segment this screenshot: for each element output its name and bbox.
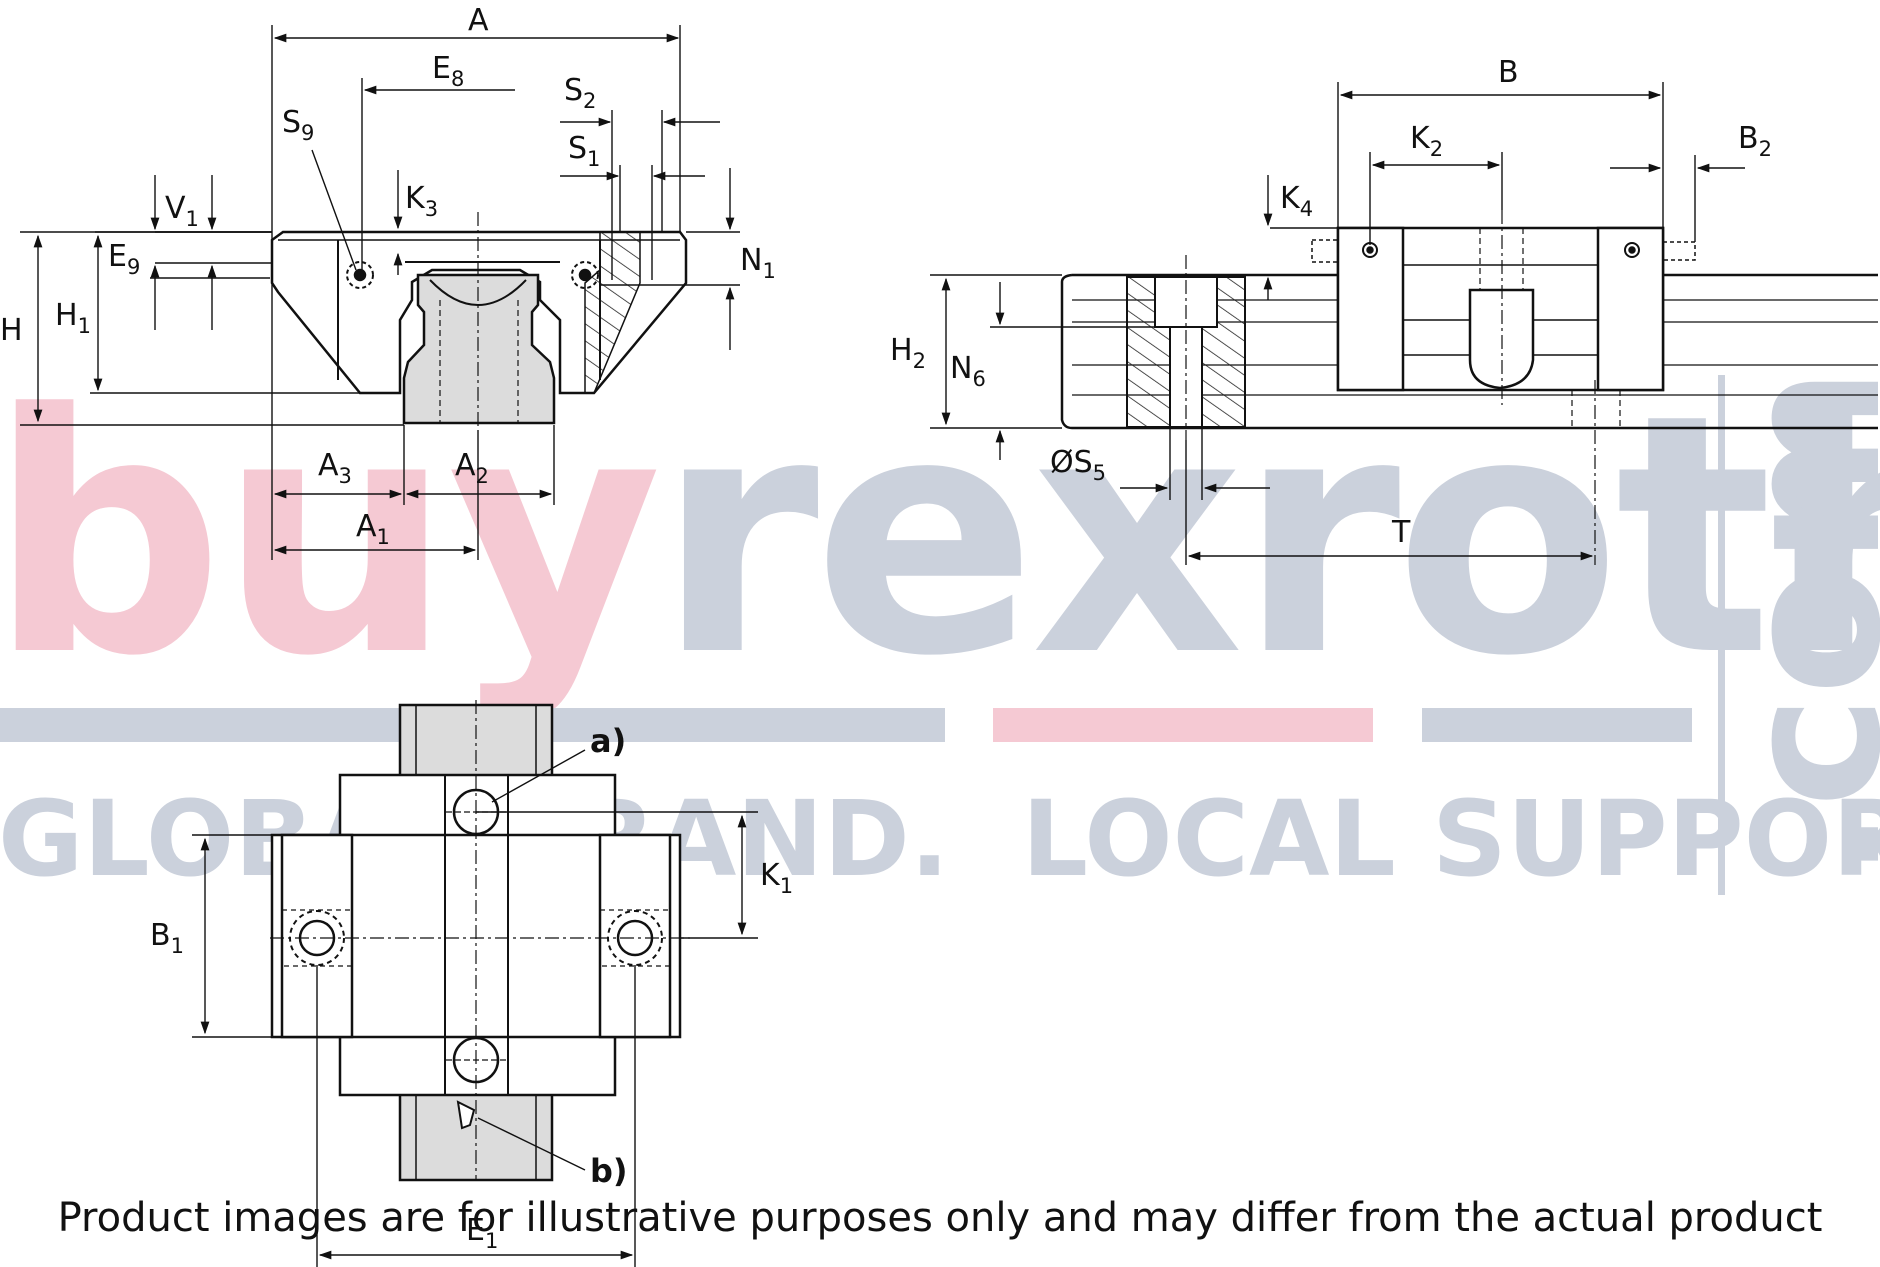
watermark-bar-center xyxy=(993,708,1373,742)
watermark-brand: buyrexroth xyxy=(0,344,1880,728)
label-K3: K3 xyxy=(405,181,438,221)
watermark-brand-rexroth: rexroth xyxy=(656,344,1880,728)
label-H2: H2 xyxy=(890,333,926,373)
label-A: A xyxy=(468,3,489,38)
label-K4: K4 xyxy=(1280,181,1313,221)
rail-profile xyxy=(402,273,556,425)
label-S2: S2 xyxy=(564,73,596,113)
front-view-labels: A E8 S2 S1 S9 K3 V1 E9 N1 H H1 A3 A2 A1 xyxy=(0,3,776,549)
label-H: H xyxy=(0,313,23,348)
label-B: B xyxy=(1498,55,1519,90)
label-A1: A1 xyxy=(356,509,390,549)
label-E1: E1 xyxy=(466,1213,498,1253)
side-view-labels: B K2 B2 K4 H2 N6 ØS5 T xyxy=(890,55,1772,550)
watermark-brand-buy: buy xyxy=(0,344,659,728)
watermark-bar-right xyxy=(1422,708,1692,742)
side-view xyxy=(1060,210,1878,565)
front-view-dimensions xyxy=(20,25,740,560)
label-H1: H1 xyxy=(55,298,91,338)
label-B2: B2 xyxy=(1738,121,1772,161)
label-S9: S9 xyxy=(282,105,314,145)
label-S1: S1 xyxy=(568,131,600,171)
label-V1: V1 xyxy=(165,191,199,231)
label-K2: K2 xyxy=(1410,121,1443,161)
label-E9: E9 xyxy=(108,239,140,279)
label-K1: K1 xyxy=(760,858,793,898)
top-view xyxy=(270,700,690,1182)
label-T: T xyxy=(1391,515,1411,550)
top-view-labels: B1 K1 E1 a) b) xyxy=(150,722,793,1253)
label-A3: A3 xyxy=(318,448,352,488)
label-E8: E8 xyxy=(432,51,464,91)
callout-b: b) xyxy=(590,1152,628,1190)
label-S5: ØS5 xyxy=(1050,445,1106,485)
disclaimer-text: Product images are for illustrative purp… xyxy=(57,1195,1823,1241)
label-N6: N6 xyxy=(950,351,986,391)
watermark-divider xyxy=(1718,375,1725,895)
front-view xyxy=(270,212,688,430)
watermark-tld: .com xyxy=(1702,367,1880,880)
top-view-dimensions xyxy=(192,749,758,1267)
label-B1: B1 xyxy=(150,918,184,958)
label-A2: A2 xyxy=(455,448,489,488)
side-view-dimensions xyxy=(930,82,1745,565)
callout-a: a) xyxy=(590,722,626,760)
label-N1: N1 xyxy=(740,243,776,283)
